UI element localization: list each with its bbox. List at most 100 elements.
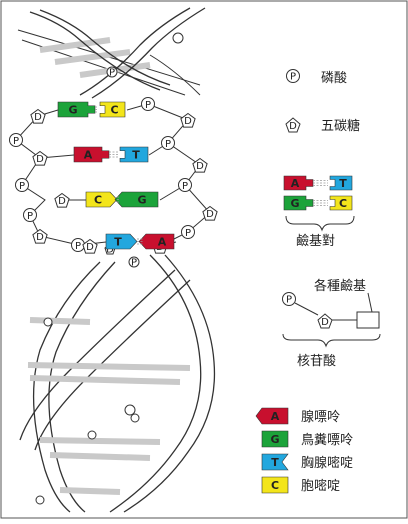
base-box-icon [356, 311, 380, 329]
legend-letter: G [270, 433, 279, 446]
base-pair-label: 鹼基對 [296, 233, 335, 249]
phosphate-node: P [23, 208, 37, 222]
helix-strand [91, 7, 206, 99]
node-letter: P [182, 181, 188, 192]
legend-swatch [261, 476, 289, 494]
key-nucleotide: 各種鹼基 P D 核苷酸 [282, 278, 381, 369]
base-C-shape [99, 101, 126, 118]
base-A-shape [138, 233, 175, 250]
legend-letter: A [271, 410, 280, 423]
base-legend: A 腺嘌呤 G 鳥糞嘌呤 T 胸腺嘧啶 C 胞嘧啶 [255, 407, 353, 494]
helix-marker-label: P [109, 68, 115, 79]
legend-item: T 胸腺嘧啶 [261, 453, 353, 471]
base-T-shape [105, 233, 138, 250]
phosphate-node: P [71, 238, 85, 252]
helix-marker-label: P [131, 258, 137, 269]
sugar-node: D [30, 108, 46, 124]
helix-strand [109, 254, 202, 513]
base-G-letter: G [137, 194, 146, 207]
legend-item: G 鳥糞嘌呤 [261, 430, 353, 448]
node-letter: P [165, 139, 171, 150]
sugar-icon [285, 117, 301, 133]
phosphate-label: 磷酸 [321, 71, 347, 86]
legend-letter: C [271, 479, 279, 492]
base-A-letter: A [84, 149, 93, 162]
node-letter: P [75, 241, 81, 252]
node-letter: D [206, 209, 214, 220]
sugar-node: D [180, 112, 196, 128]
helix-strand [29, 11, 161, 91]
helix-rung [29, 375, 181, 385]
legend-label: 鳥糞嘌呤 [301, 432, 353, 448]
helix-rung [49, 452, 151, 461]
helix-strand [123, 254, 216, 513]
helix-rung [59, 487, 121, 495]
sugar-label: 五碳糖 [321, 118, 360, 134]
helix-strand [149, 54, 201, 96]
legend-label: 腺嘌呤 [301, 409, 340, 425]
legend-label: 胞嘧啶 [301, 479, 340, 494]
base-pointer [367, 292, 373, 313]
base-C-letter: C [339, 197, 347, 210]
lower-helix [19, 254, 216, 513]
nucleotide-sugar-icon [317, 313, 333, 329]
phosphate-node: P [161, 136, 175, 150]
nucleotide-label: 核苷酸 [297, 354, 336, 369]
helix-rung [54, 49, 131, 65]
legend-swatch [255, 407, 289, 425]
base-A-shape [283, 175, 314, 191]
node-letter: D [86, 242, 94, 253]
node-letter: D [184, 116, 192, 127]
legend-letter: T [271, 456, 279, 469]
upper-helix [17, 7, 206, 99]
legend-label: 胸腺嘧啶 [301, 456, 353, 471]
phosphate-node: P [9, 133, 23, 147]
legend-swatch [261, 453, 289, 471]
helix-phosphate-marker [106, 66, 118, 78]
base-G-shape [114, 191, 159, 208]
base-A-letter: A [158, 236, 167, 249]
helix-strand-back [17, 29, 201, 86]
base-label: 各種鹼基 [314, 278, 366, 294]
sugar-node: D [54, 192, 70, 208]
nucleotide-brace [282, 333, 381, 348]
right-backbone [147, 103, 211, 247]
base-T-letter: T [339, 177, 347, 190]
sugar-node: D [202, 205, 218, 221]
sugar-node: D [192, 157, 208, 173]
node-letter: P [185, 228, 191, 239]
node-letter: P [19, 181, 25, 192]
phosphate-node: P [181, 225, 195, 239]
base-T-shape [119, 146, 149, 163]
legend-item: C 胞嘧啶 [261, 476, 340, 494]
base-T-letter: T [132, 149, 140, 162]
ladder-backbone [15, 103, 211, 247]
sugar-node: D [32, 150, 48, 166]
base-G-shape [283, 195, 314, 211]
base-pair-brace [285, 215, 355, 232]
node-letter: P [145, 100, 151, 111]
base-G-shape [57, 101, 96, 118]
base-C-shape [329, 195, 353, 211]
helix-marker-label: D [106, 245, 114, 256]
helix-rung [27, 362, 191, 371]
nucleotide-phosphate-icon [282, 292, 296, 306]
base-A-shape [73, 146, 110, 163]
helix-strand [48, 261, 116, 513]
nucleotide-bond [294, 302, 319, 316]
phosphate-node: P [15, 178, 29, 192]
helix-strand [32, 261, 101, 513]
helix-strand [79, 7, 191, 96]
sugar-icon-letter: D [289, 121, 297, 132]
base-C-letter: C [110, 104, 118, 117]
legend-swatch [261, 430, 289, 448]
legend-item: A 腺嘌呤 [255, 407, 340, 425]
